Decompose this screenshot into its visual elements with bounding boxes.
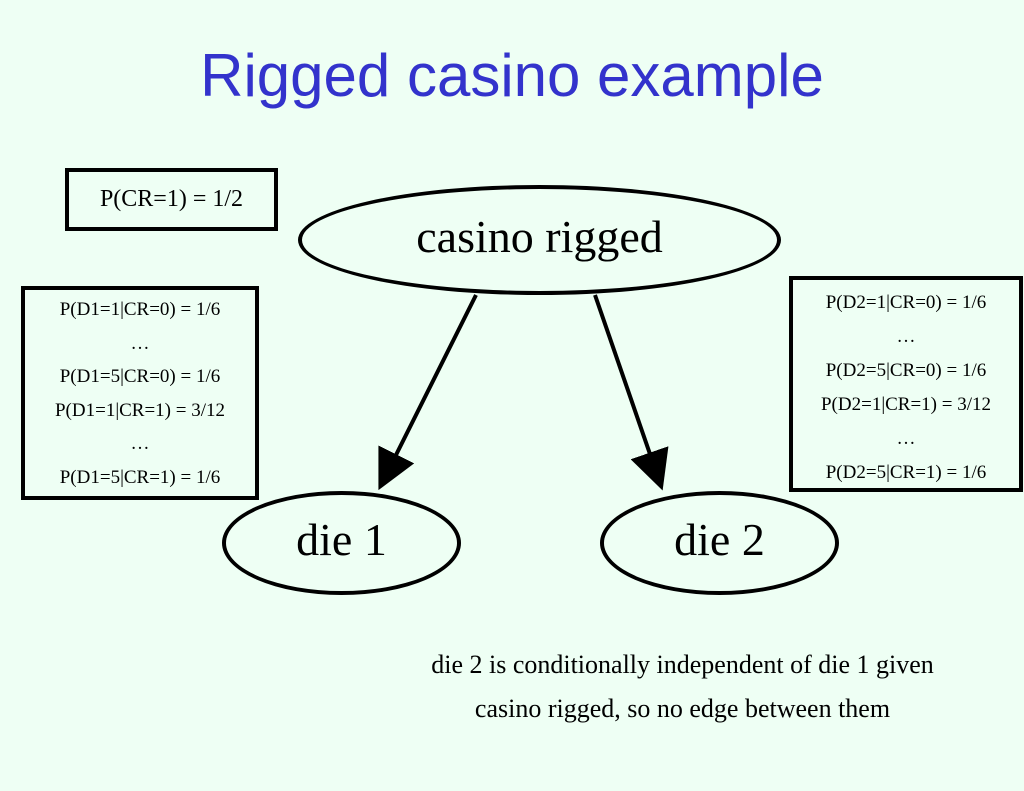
edge-casino-to-die1 (378, 294, 478, 491)
die1-cpt-line: P(D1=5|CR=0) = 1/6 (59, 366, 221, 387)
die2-cpt-line: P(D2=5|CR=0) = 1/6 (825, 360, 987, 381)
node-die-2: die 2 (600, 491, 839, 595)
die1-cpt-line: P(D1=1|CR=1) = 3/12 (54, 399, 226, 421)
die2-cpt-line: … (896, 428, 916, 449)
prior-probability-box: P(CR=1) = 1/2 (65, 168, 278, 231)
slide-title: Rigged casino example (200, 42, 824, 109)
node-die-1-label: die 1 (296, 513, 387, 565)
node-casino-rigged-label: casino rigged (416, 210, 663, 262)
independence-note: die 2 is conditionally independent of di… (340, 643, 1024, 731)
node-die-2-label: die 2 (674, 513, 765, 565)
node-die-1: die 1 (222, 491, 461, 595)
die2-cpt-box: P(D2=1|CR=0) = 1/6 … P(D2=5|CR=0) = 1/6 … (789, 276, 1023, 492)
die1-cpt-box: P(D1=1|CR=0) = 1/6 … P(D1=5|CR=0) = 1/6 … (21, 286, 259, 500)
independence-note-line-2: casino rigged, so no edge between them (474, 694, 891, 723)
die2-cpt-line: P(D2=1|CR=1) = 3/12 (820, 394, 992, 415)
die1-cpt-line: P(D1=5|CR=1) = 1/6 (59, 466, 221, 488)
die1-cpt-line: … (130, 332, 150, 354)
die2-cpt-line: P(D2=5|CR=1) = 1/6 (825, 462, 987, 483)
node-casino-rigged: casino rigged (298, 185, 781, 295)
independence-note-line-1: die 2 is conditionally independent of di… (431, 650, 934, 679)
edge-casino-to-die2 (593, 294, 669, 491)
die1-cpt-line: … (130, 433, 150, 454)
die2-cpt-line: P(D2=1|CR=0) = 1/6 (825, 292, 987, 313)
die2-cpt-line: … (896, 326, 916, 347)
die1-cpt-line: P(D1=1|CR=0) = 1/6 (59, 299, 221, 320)
prior-probability-text: P(CR=1) = 1/2 (99, 186, 244, 212)
